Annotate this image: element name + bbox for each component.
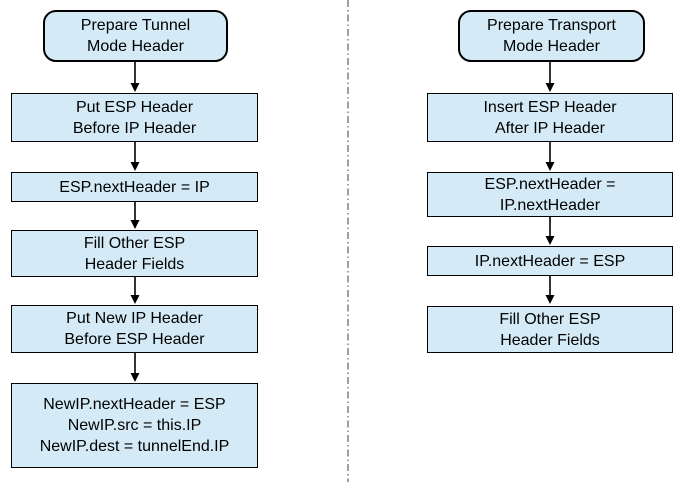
- node-prepare-tunnel-mode-header: Prepare Tunnel Mode Header: [43, 10, 228, 62]
- arrow-transport-3: [545, 217, 555, 245]
- node-label: Fill Other ESP Header Fields: [499, 310, 601, 349]
- arrow-tunnel-1: [130, 62, 140, 92]
- node-ip-nextheader-equals-esp: IP.nextHeader = ESP: [427, 246, 673, 276]
- node-label: IP.nextHeader = ESP: [474, 252, 626, 270]
- node-put-new-ip-header-before-esp: Put New IP Header Before ESP Header: [11, 305, 258, 353]
- node-label: Put New IP Header Before ESP Header: [64, 310, 205, 348]
- node-fill-other-esp-fields-transport: Fill Other ESP Header Fields: [427, 306, 673, 353]
- arrow-tunnel-3: [130, 202, 140, 229]
- node-label: Fill Other ESP Header Fields: [83, 234, 186, 273]
- node-label: Insert ESP Header After IP Header: [483, 98, 617, 137]
- node-label: Put ESP Header Before IP Header: [72, 98, 197, 137]
- arrow-tunnel-4: [130, 277, 140, 304]
- arrow-transport-2: [545, 142, 555, 171]
- node-label: Prepare Transport Mode Header: [487, 17, 616, 55]
- node-fill-other-esp-fields-tunnel: Fill Other ESP Header Fields: [11, 230, 258, 277]
- node-label: Prepare Tunnel Mode Header: [80, 17, 191, 55]
- arrow-tunnel-5: [130, 353, 140, 382]
- node-prepare-transport-mode-header: Prepare Transport Mode Header: [458, 10, 645, 62]
- node-newip-field-assignments: NewIP.nextHeader = ESP NewIP.src = this.…: [11, 383, 258, 468]
- node-esp-nextheader-equals-ip: ESP.nextHeader = IP: [11, 172, 258, 202]
- node-insert-esp-header-after-ip: Insert ESP Header After IP Header: [427, 93, 673, 142]
- arrow-transport-4: [545, 276, 555, 304]
- node-esp-nextheader-equals-ip-nextheader: ESP.nextHeader = IP.nextHeader: [427, 172, 673, 217]
- arrow-tunnel-2: [130, 142, 140, 171]
- arrow-transport-1: [545, 62, 555, 92]
- node-label: ESP.nextHeader = IP.nextHeader: [484, 175, 616, 214]
- node-label: NewIP.nextHeader = ESP NewIP.src = this.…: [39, 396, 230, 455]
- node-put-esp-header-before-ip: Put ESP Header Before IP Header: [11, 93, 258, 142]
- node-label: ESP.nextHeader = IP: [59, 178, 210, 196]
